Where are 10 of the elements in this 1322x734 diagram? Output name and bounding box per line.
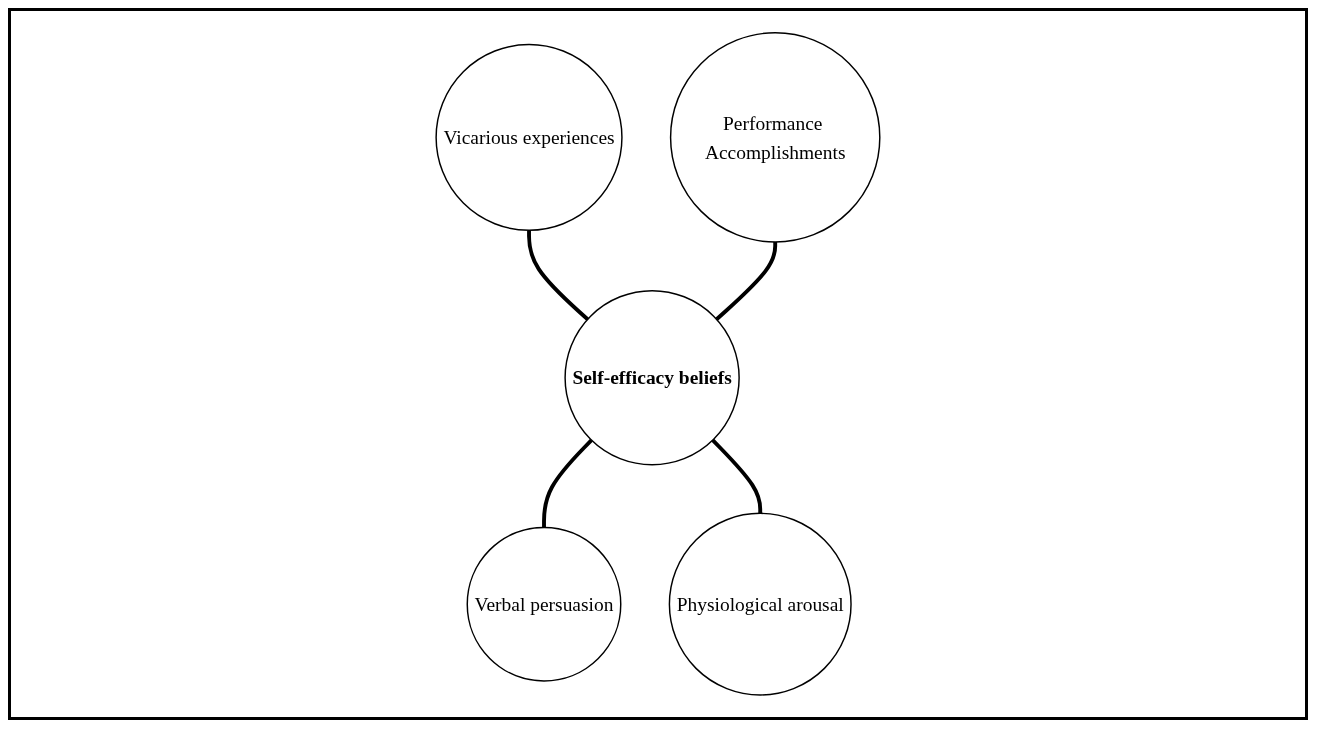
- node-circle: [668, 512, 852, 696]
- connector: [711, 438, 763, 514]
- node-circle: [466, 526, 622, 682]
- connector: [527, 230, 589, 321]
- connector: [542, 438, 593, 528]
- node-circle: [669, 32, 881, 243]
- node-circle: [564, 290, 740, 466]
- connector: [715, 242, 778, 321]
- node-circle: [435, 43, 623, 232]
- diagram-frame: Vicarious experiences Performance Accomplishments Self-efficacy beliefs Verbal persuasion Physiological arousal: [8, 8, 1308, 720]
